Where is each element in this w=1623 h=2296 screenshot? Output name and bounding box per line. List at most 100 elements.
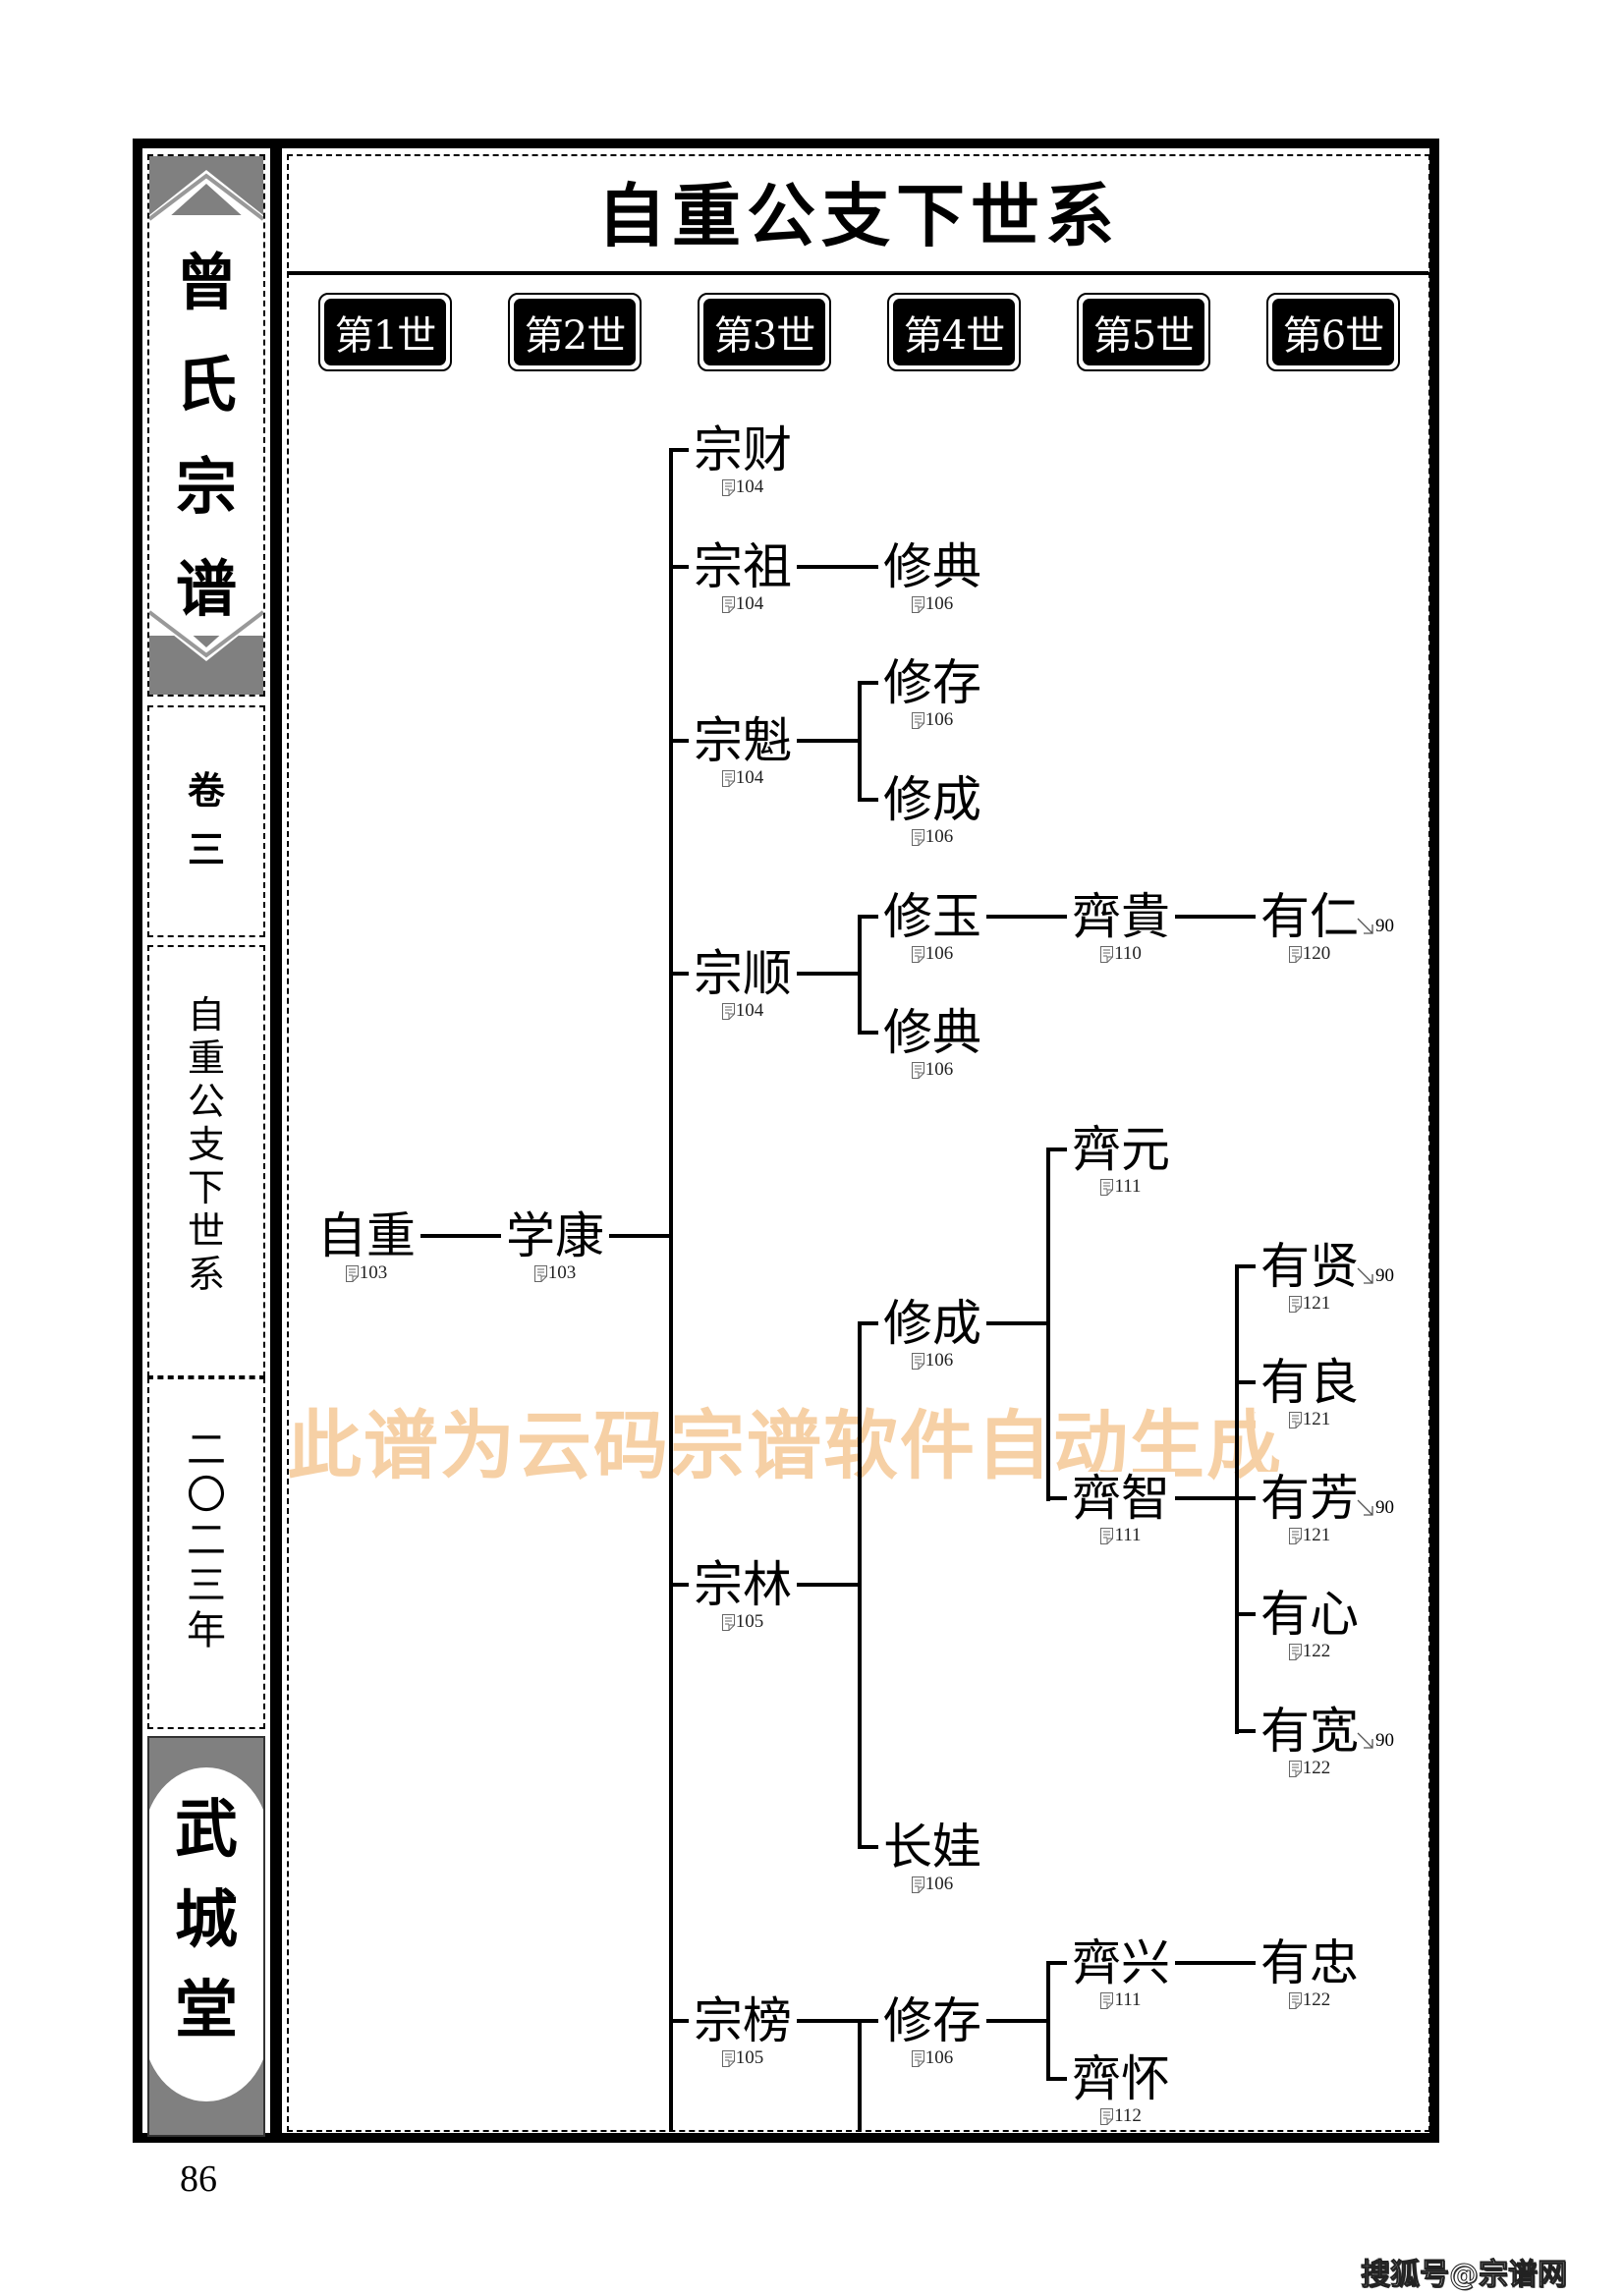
page-ref-number: 122 xyxy=(1302,1989,1331,2010)
continuation-link[interactable]: 90 xyxy=(1356,1497,1394,1519)
person-node[interactable]: 有贤 121 90 xyxy=(1256,1238,1394,1315)
page-ref-number: 105 xyxy=(735,1611,764,1632)
document-page-icon xyxy=(721,478,735,496)
page-ref[interactable]: 110 xyxy=(1067,943,1175,965)
person-node[interactable]: 宗榜 105 xyxy=(689,1994,797,2069)
document-page-icon xyxy=(911,945,924,963)
connector xyxy=(1235,1264,1262,1268)
page-ref[interactable]: 111 xyxy=(1067,1989,1175,2011)
page-ref[interactable]: 111 xyxy=(1067,1525,1175,1546)
continuation-link[interactable]: 90 xyxy=(1356,1265,1394,1287)
page-ref[interactable]: 103 xyxy=(312,1262,420,1284)
person-node[interactable]: 长娃 106 xyxy=(878,1820,986,1895)
connector xyxy=(1235,1380,1262,1384)
person-node[interactable]: 自重 103 xyxy=(312,1209,420,1284)
person-node[interactable]: 修存 106 xyxy=(878,1994,986,2069)
connector xyxy=(858,1845,885,1849)
page-ref[interactable]: 104 xyxy=(689,593,797,615)
page-ref[interactable]: 106 xyxy=(878,1350,986,1372)
page-ref[interactable]: 122 xyxy=(1256,1758,1364,1779)
document-page-icon xyxy=(721,595,735,613)
hall-char: 堂 xyxy=(175,1975,238,2047)
person-name: 自重 xyxy=(317,1207,416,1264)
page-ref[interactable]: 104 xyxy=(689,1000,797,1022)
continuation-link[interactable]: 90 xyxy=(1356,1730,1394,1752)
connector xyxy=(1235,1612,1262,1616)
page-ref[interactable]: 106 xyxy=(878,709,986,731)
document-page-icon xyxy=(721,1613,735,1631)
person-node[interactable]: 有良 121 xyxy=(1256,1356,1364,1430)
sidebar-branch: 自 重 公 支 下 世 系 xyxy=(147,945,265,1377)
branch-text: 自 重 公 支 下 世 系 xyxy=(149,996,263,1293)
page-ref-number: 106 xyxy=(924,2047,954,2068)
page-ref[interactable]: 122 xyxy=(1256,1989,1364,2011)
page-ref[interactable]: 106 xyxy=(878,826,986,848)
person-node[interactable]: 齊兴 111 xyxy=(1067,1936,1175,2011)
person-name: 有宽 xyxy=(1260,1703,1359,1760)
person-node[interactable]: 修玉 106 xyxy=(878,890,986,965)
person-node[interactable]: 宗顺 104 xyxy=(689,947,797,1022)
chevron-band-bottom xyxy=(149,596,263,695)
year-char: 二 xyxy=(187,1518,226,1563)
connector xyxy=(1046,1961,1050,2081)
person-node[interactable]: 修存 106 xyxy=(878,656,986,731)
person-node[interactable]: 修典 106 xyxy=(878,1006,986,1081)
page-ref[interactable]: 105 xyxy=(689,1611,797,1633)
person-name: 有仁 xyxy=(1260,888,1359,945)
person-node[interactable]: 宗林 105 xyxy=(689,1558,797,1633)
page-ref[interactable]: 103 xyxy=(501,1262,609,1284)
page-ref[interactable]: 121 xyxy=(1256,1525,1364,1546)
person-name: 修典 xyxy=(883,1004,981,1061)
page-ref[interactable]: 106 xyxy=(878,1874,986,1895)
person-node[interactable]: 宗魁 104 xyxy=(689,714,797,789)
page-ref[interactable]: 106 xyxy=(878,593,986,615)
chevron-up-icon xyxy=(149,170,263,235)
person-name: 修典 xyxy=(883,538,981,595)
page-ref[interactable]: 121 xyxy=(1256,1293,1364,1315)
year-char: 〇 xyxy=(187,1473,226,1518)
page-ref[interactable]: 111 xyxy=(1067,1176,1175,1198)
connector xyxy=(858,681,862,802)
page-ref-number: 122 xyxy=(1302,1641,1331,1661)
person-node[interactable]: 修典 106 xyxy=(878,540,986,615)
page-ref-number: 122 xyxy=(1302,1758,1331,1778)
page-ref-number: 106 xyxy=(924,943,954,964)
person-node[interactable]: 有忠 122 xyxy=(1256,1936,1364,2011)
page-ref[interactable]: 122 xyxy=(1256,1641,1364,1662)
person-node[interactable]: 齊智 111 xyxy=(1067,1472,1175,1546)
page-ref[interactable]: 106 xyxy=(878,943,986,965)
page-ref[interactable]: 104 xyxy=(689,476,797,498)
person-node[interactable]: 有宽 122 90 xyxy=(1256,1703,1394,1779)
page-ref[interactable]: 106 xyxy=(878,2047,986,2069)
person-node[interactable]: 齊怀 112 xyxy=(1067,2052,1175,2127)
person-node[interactable]: 宗财 104 xyxy=(689,423,797,498)
person-name: 有贤 xyxy=(1260,1238,1359,1295)
connector xyxy=(980,915,1075,919)
person-node[interactable]: 有仁 120 90 xyxy=(1256,888,1394,965)
connector xyxy=(1046,1148,1050,1501)
person-node[interactable]: 学康 103 xyxy=(501,1209,609,1284)
branch-char: 重 xyxy=(187,1036,225,1080)
person-name: 齊元 xyxy=(1072,1121,1170,1178)
person-node[interactable]: 齊元 111 xyxy=(1067,1123,1175,1198)
page-ref[interactable]: 104 xyxy=(689,767,797,789)
document-page-icon xyxy=(911,2049,924,2067)
person-node[interactable]: 宗祖 104 xyxy=(689,540,797,615)
person-node[interactable]: 有芳 121 90 xyxy=(1256,1472,1394,1546)
document-page-icon xyxy=(911,1352,924,1370)
person-name: 修存 xyxy=(883,1992,981,2049)
page-ref[interactable]: 105 xyxy=(689,2047,797,2069)
page-ref[interactable]: 112 xyxy=(1067,2105,1175,2127)
person-name: 长娃 xyxy=(883,1819,981,1876)
person-node[interactable]: 修成 106 xyxy=(878,1297,986,1372)
page-ref[interactable]: 120 xyxy=(1256,943,1364,965)
continuation-link[interactable]: 90 xyxy=(1356,916,1394,937)
person-node[interactable]: 修成 106 xyxy=(878,773,986,848)
person-node[interactable]: 有心 122 xyxy=(1256,1588,1364,1662)
book-title-char: 谱 xyxy=(175,553,237,625)
document-page-icon xyxy=(1288,1760,1302,1777)
page-ref[interactable]: 121 xyxy=(1256,1409,1364,1430)
person-node[interactable]: 齊貴 110 xyxy=(1067,890,1175,965)
arrow-down-right-icon xyxy=(1357,1267,1373,1284)
page-ref[interactable]: 106 xyxy=(878,1059,986,1081)
